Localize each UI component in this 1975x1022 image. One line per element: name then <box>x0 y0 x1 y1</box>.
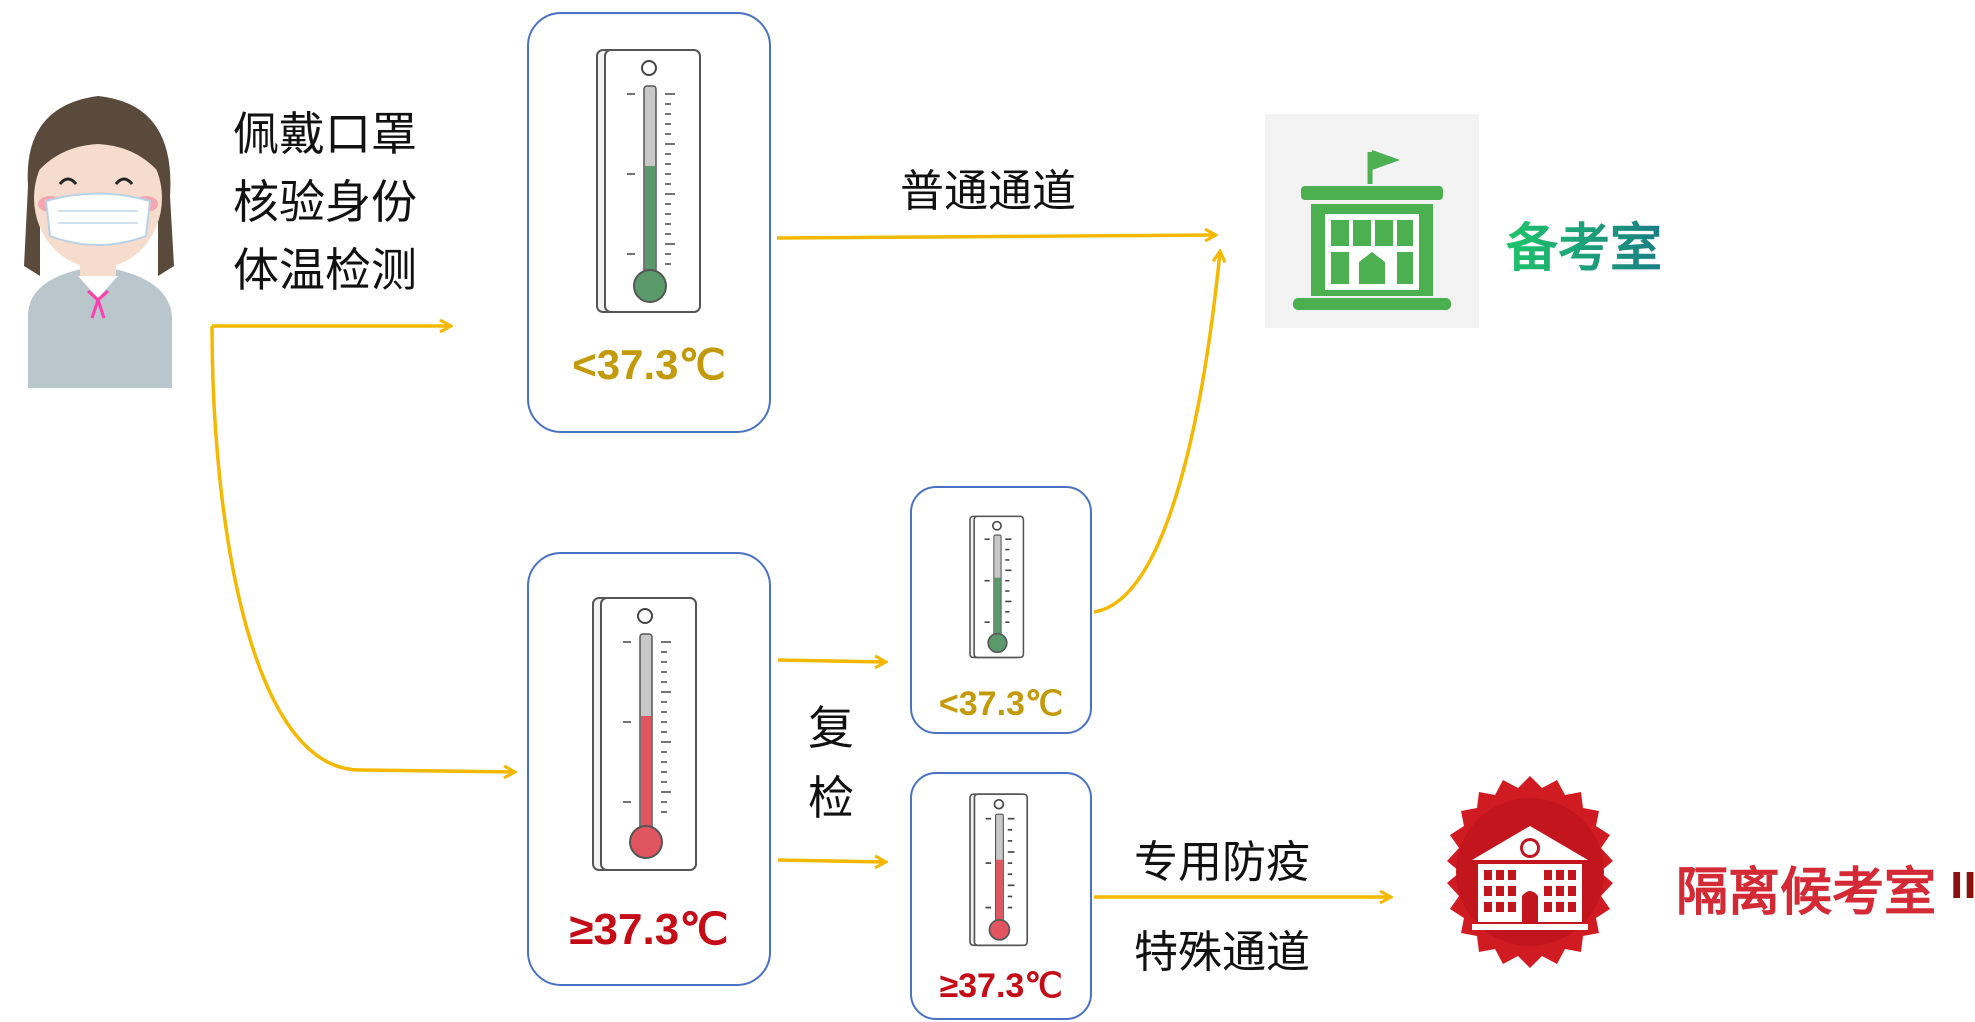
arrow-recheck-high <box>777 860 885 862</box>
high-temp-box: ≥37.3℃ <box>527 552 771 986</box>
step-identity: 核验身份 <box>233 175 417 229</box>
arrow-to-high-temp <box>210 325 514 772</box>
school-building-icon <box>1265 114 1479 328</box>
isolation-room-label: 隔离候考室 <box>1676 863 1937 923</box>
thermometer-icon <box>969 515 1025 659</box>
normal-temp-box: <37.3℃ <box>527 12 771 433</box>
exam-room-label: 备考室 <box>1506 206 1662 281</box>
recheck-char-2: 检 <box>808 771 854 825</box>
recheck-normal-label: <37.3℃ <box>938 685 1064 723</box>
isolation-room-suffix: II <box>1950 866 1975 907</box>
step-temperature: 体温检测 <box>233 243 417 297</box>
thermometer-icon <box>592 597 697 871</box>
arrow-recheck-to-exam <box>1093 252 1220 614</box>
arrow-normal-channel <box>776 235 1215 238</box>
arrow-recheck-normal <box>777 660 885 662</box>
check-steps: 佩戴口罩 核验身份 体温检测 <box>233 100 417 304</box>
special-channel-label-1: 专用防疫 <box>1134 837 1310 888</box>
thermometer-icon <box>596 49 701 313</box>
high-temp-label: ≥37.3℃ <box>569 905 729 954</box>
recheck-char-1: 复 <box>808 701 854 755</box>
normal-channel-label: 普通通道 <box>900 166 1076 217</box>
isolation-building-icon <box>1447 776 1613 968</box>
thermometer-icon <box>969 793 1029 947</box>
recheck-high-box: ≥37.3℃ <box>910 772 1092 1020</box>
student-with-mask-icon <box>24 96 174 388</box>
step-mask: 佩戴口罩 <box>233 107 417 161</box>
recheck-label: 复 检 <box>808 693 854 833</box>
recheck-high-label: ≥37.3℃ <box>939 967 1063 1005</box>
special-channel-label-2: 特殊通道 <box>1134 927 1310 978</box>
recheck-normal-box: <37.3℃ <box>910 486 1092 734</box>
normal-temp-label: <37.3℃ <box>572 341 726 388</box>
